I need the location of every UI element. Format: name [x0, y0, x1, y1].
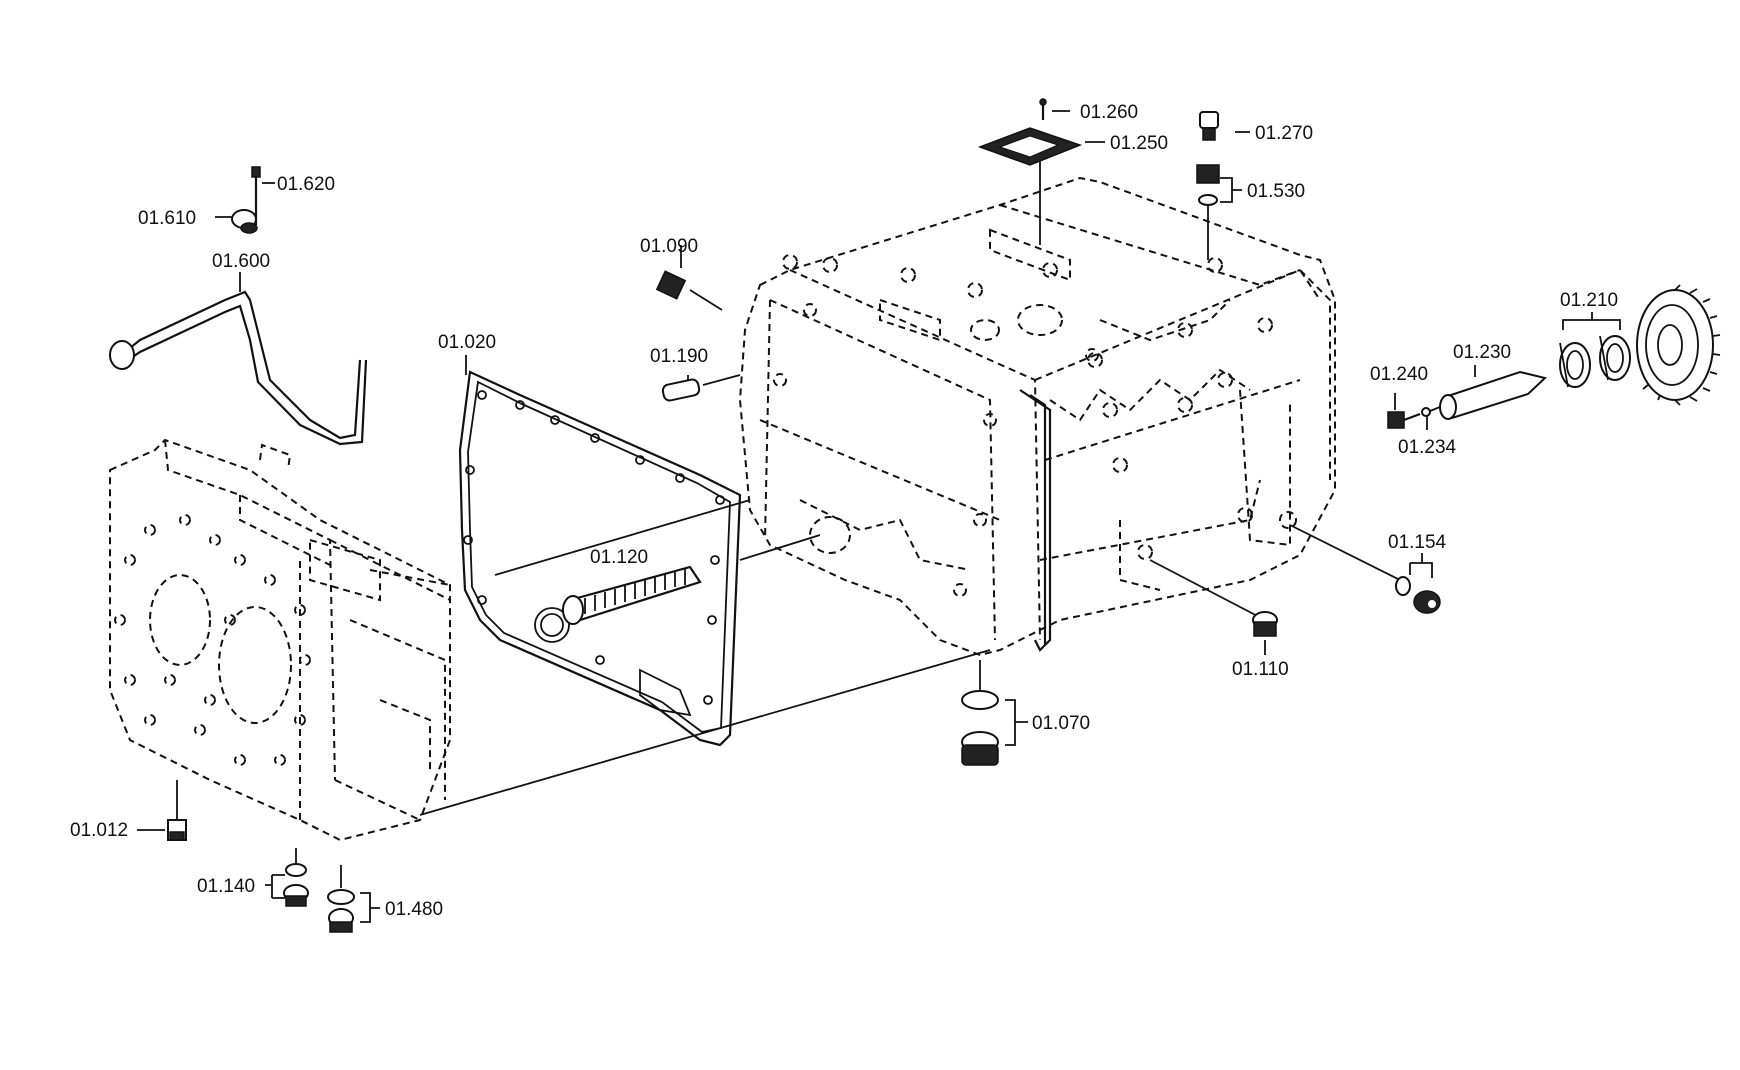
part-labels: 01.012 01.020 01.070 01.090 01.110 01.12…	[70, 102, 1618, 920]
drain-plug-with-seal	[961, 660, 999, 766]
label-01-610: 01.610	[138, 208, 196, 229]
name-plate	[977, 127, 1083, 245]
label-01-260: 01.260	[1080, 102, 1138, 123]
label-01-600: 01.600	[212, 251, 270, 272]
plug-01-090	[655, 270, 723, 311]
gasket	[458, 370, 742, 747]
front-housing	[109, 438, 451, 842]
gear	[1636, 284, 1721, 406]
leader-lines	[137, 110, 1621, 923]
plug-01-012	[167, 780, 187, 841]
rivet	[1039, 98, 1047, 120]
label-01-620: 01.620	[277, 174, 335, 195]
seal-plug-01-480	[327, 865, 355, 933]
shaft	[1439, 370, 1548, 420]
label-01-110: 01.110	[1232, 659, 1289, 680]
seal-plug-01-154	[1395, 576, 1441, 614]
label-01-140: 01.140	[197, 876, 255, 897]
label-01-270: 01.270	[1255, 123, 1313, 144]
needle-bearings	[1559, 335, 1631, 388]
fitting-with-seal	[1196, 164, 1220, 260]
label-01-190: 01.190	[650, 346, 708, 367]
oil-pipe	[109, 290, 368, 446]
label-01-250: 01.250	[1110, 133, 1168, 154]
bolt-and-washer	[1387, 404, 1446, 429]
main-housing-bolt-holes	[773, 254, 1297, 597]
plug-01-110	[1252, 611, 1278, 637]
dowel-pin	[661, 374, 741, 402]
assembly-lines	[419, 499, 1401, 816]
label-01-230: 01.230	[1453, 342, 1511, 363]
gasket-bolt-holes	[463, 390, 725, 705]
label-01-120: 01.120	[590, 547, 648, 568]
label-01-070: 01.070	[1032, 713, 1090, 734]
label-01-154: 01.154	[1388, 532, 1447, 553]
label-01-020: 01.020	[438, 332, 496, 353]
label-01-090: 01.090	[640, 236, 698, 257]
label-01-530: 01.530	[1247, 181, 1305, 202]
front-housing-bolt-holes	[114, 514, 311, 766]
label-01-480: 01.480	[385, 899, 443, 920]
filter-cartridge	[562, 565, 702, 625]
label-01-234: 01.234	[1398, 437, 1457, 458]
pipe-clamp-and-bolt	[231, 166, 261, 234]
label-01-210: 01.210	[1560, 290, 1618, 311]
main-housing	[738, 176, 1336, 657]
breather	[1199, 111, 1219, 141]
label-01-012: 01.012	[70, 820, 128, 841]
seal-plug-01-140	[283, 848, 309, 907]
label-01-240: 01.240	[1370, 364, 1428, 385]
